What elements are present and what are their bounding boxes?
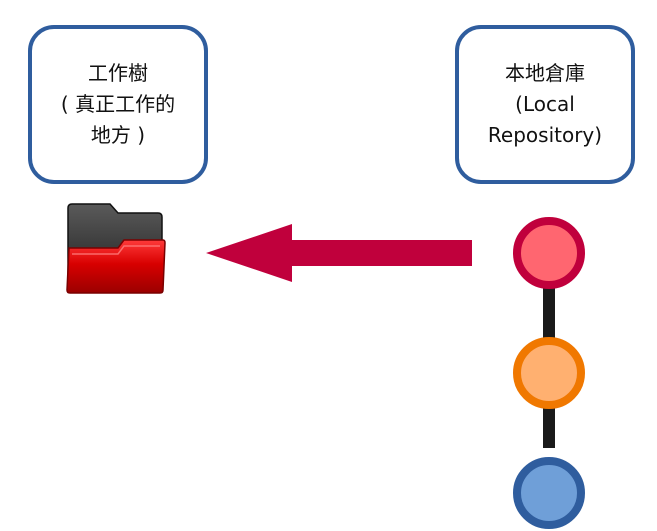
working-tree-subtitle-line-1: ( 真正工作的 [60,92,176,116]
local-repository-subtitle-line-2: Repository) [487,123,603,147]
local-repository-subtitle-line-1: (Local [515,92,575,116]
commit-1-node [513,217,585,289]
local-repository-label-box: 本地倉庫 (Local Repository) [455,25,635,184]
commit-connector-2 [543,404,555,448]
working-tree-label-box: 工作樹 ( 真正工作的 地方 ) [28,25,208,184]
working-tree-subtitle-line-2: 地方 ) [90,123,146,147]
commit-3-node [513,457,585,529]
arrow-left-icon [206,224,472,282]
local-repository-title: 本地倉庫 [505,61,585,85]
commit-2-node [513,337,585,409]
folder-icon [66,203,166,294]
commit-connector-1 [543,286,555,342]
working-tree-title: 工作樹 [88,61,148,85]
commit-chain [513,217,585,529]
